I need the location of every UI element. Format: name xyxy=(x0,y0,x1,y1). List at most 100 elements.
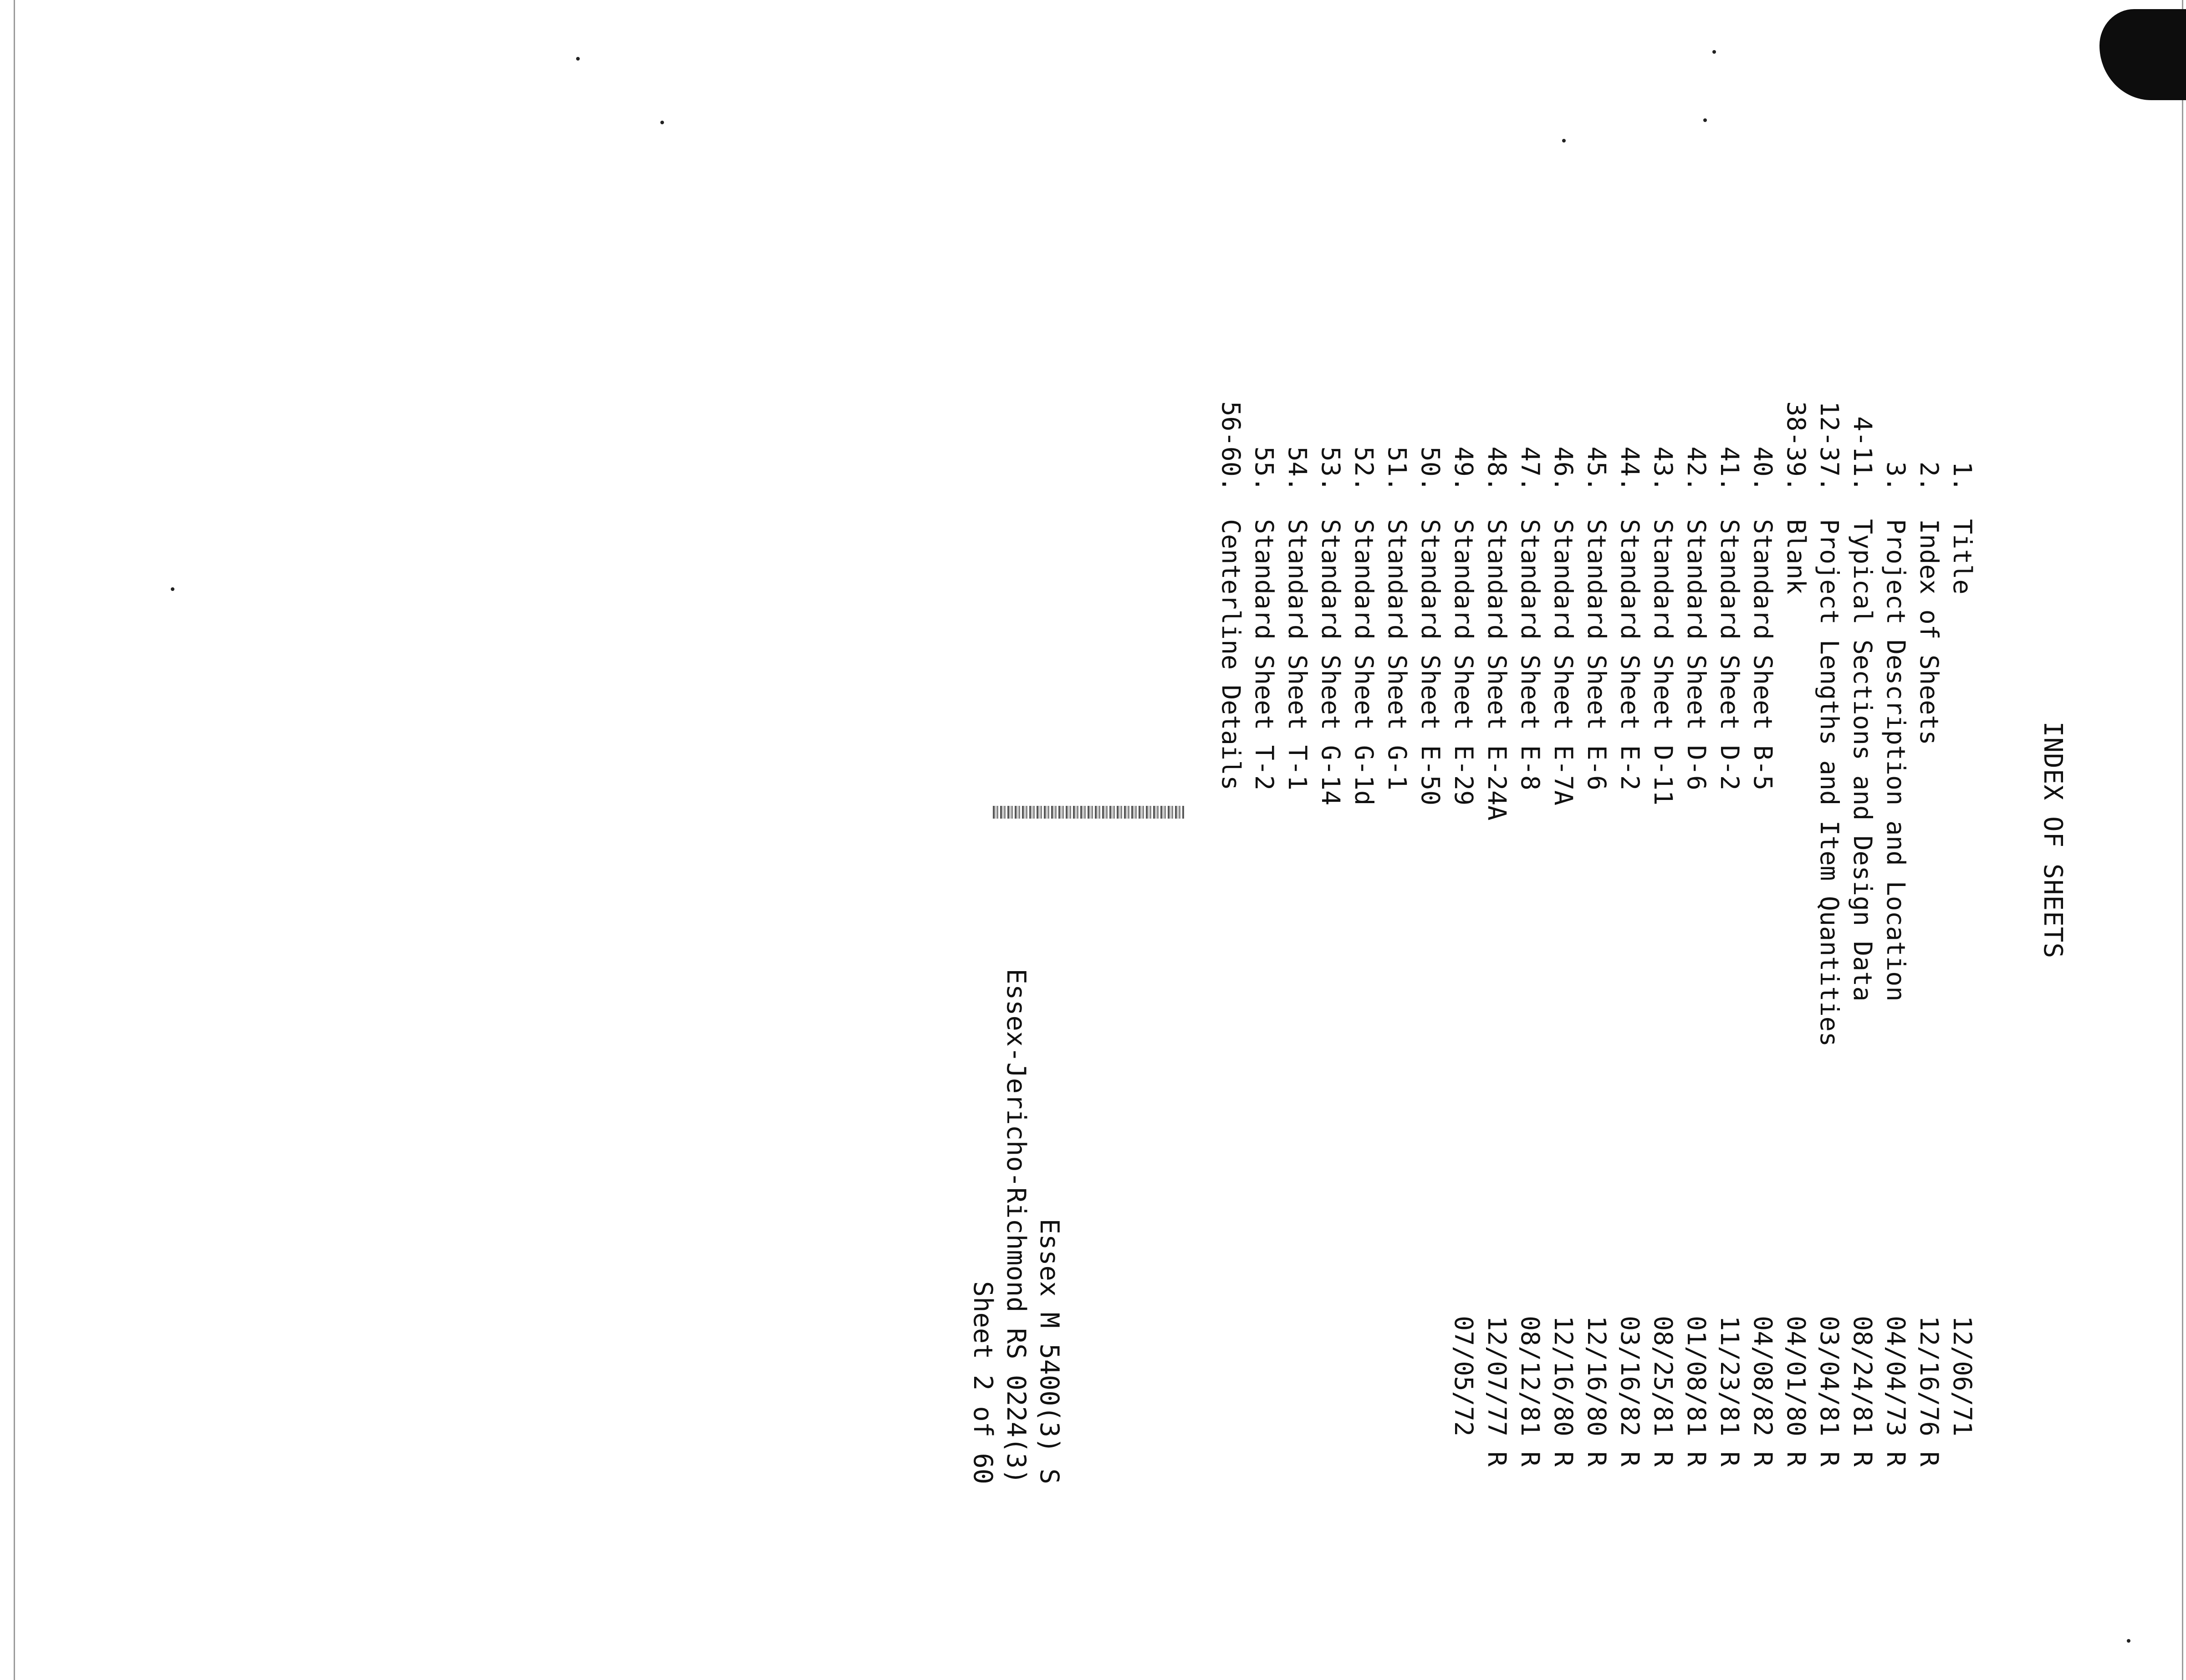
project-route-line: Essex-Jericho-Richmond RS 0224(3) xyxy=(1001,968,1031,1484)
document-title: INDEX OF SHEETS xyxy=(2038,721,2068,959)
sheet-description: Standard Sheet D-2 xyxy=(1715,519,1744,791)
sheet-date: 01/08/81 R xyxy=(1682,1316,1711,1467)
table-row: 43. Standard Sheet D-11 08/25/81 R xyxy=(1646,341,1680,1512)
table-row: 38-39. Blank 04/01/80 R xyxy=(1779,341,1813,1512)
table-row: 53. Standard Sheet G-14 xyxy=(1314,341,1347,1512)
sheet-number: 41. xyxy=(1715,446,1744,492)
sheet-number: 45. xyxy=(1582,446,1611,492)
sheet-number: 47. xyxy=(1516,446,1545,492)
table-row: 50. Standard Sheet E-50 xyxy=(1414,341,1447,1512)
left-scan-edge xyxy=(14,0,15,1680)
table-row: 3. Project Description and Location 04/04/… xyxy=(1879,341,1912,1512)
sheet-description: Project Lengths and Item Quantities xyxy=(1815,519,1844,1047)
sheet-description: Standard Sheet G-1 xyxy=(1383,519,1412,791)
sheet-date: 04/04/73 R xyxy=(1881,1316,1910,1467)
sheet-number: 54. xyxy=(1283,446,1312,492)
scan-speck xyxy=(2127,1639,2130,1643)
scan-speck xyxy=(576,57,580,61)
sheet-date: 08/25/81 R xyxy=(1649,1316,1678,1467)
table-row: 40. Standard Sheet B-5 04/08/82 R xyxy=(1746,341,1779,1512)
scan-speck xyxy=(171,587,174,591)
sheet-description: Standard Sheet G-14 xyxy=(1316,519,1345,806)
sheet-description: Standard Sheet E-29 xyxy=(1449,519,1478,806)
scan-speck xyxy=(1562,139,1566,143)
sheet-description: Standard Sheet E-50 xyxy=(1416,519,1445,806)
sheet-number: 4-11. xyxy=(1848,416,1877,492)
sheet-description: Standard Sheet B-5 xyxy=(1748,519,1777,791)
project-number-line: Essex M 5400(3) S xyxy=(1034,1218,1064,1484)
sheet-count-line: Sheet 2 of 60 xyxy=(968,1281,998,1484)
sheet-description: Blank xyxy=(1782,519,1811,595)
sheet-date: 03/16/82 R xyxy=(1615,1316,1645,1467)
sheet-date: 04/01/80 R xyxy=(1782,1316,1811,1467)
table-row: 54. Standard Sheet T-1 xyxy=(1281,341,1314,1512)
sheet-number: 42. xyxy=(1682,446,1711,492)
sheet-description: Standard Sheet E-24A xyxy=(1482,519,1512,821)
sheet-number: 51. xyxy=(1383,446,1412,492)
sheet-number: 3. xyxy=(1881,461,1910,492)
sheet-number: 56-60. xyxy=(1216,401,1246,492)
project-footer: Essex M 5400(3) S Essex-Jericho-Richmond… xyxy=(966,920,1066,1484)
table-row: 56-60. Centerline Details xyxy=(1214,341,1247,1512)
sheet-date: 12/07/77 R xyxy=(1482,1316,1512,1467)
sheet-description: Standard Sheet D-6 xyxy=(1682,519,1711,791)
table-row: 2. Index of Sheets 12/16/76 R xyxy=(1912,341,1946,1512)
sheet-number: 44. xyxy=(1615,446,1645,492)
sheet-number: 50. xyxy=(1416,446,1445,492)
scan-smudge xyxy=(993,806,1184,819)
sheet-date xyxy=(1314,1316,1347,1512)
sheet-number: 52. xyxy=(1349,446,1379,492)
sheet-number: 38-39. xyxy=(1782,401,1811,492)
sheet-date: 04/08/82 R xyxy=(1748,1316,1777,1467)
table-row: 47. Standard Sheet E-8 08/12/81 R xyxy=(1513,341,1547,1512)
sheet-date: 03/04/81 R xyxy=(1815,1316,1844,1467)
sheet-number: 12-37. xyxy=(1815,401,1844,492)
sheet-description: Standard Sheet E-8 xyxy=(1516,519,1545,791)
sheet-number: 48. xyxy=(1482,446,1512,492)
sheet-description: Standard Sheet D-11 xyxy=(1649,519,1678,806)
sheet-description: Index of Sheets xyxy=(1915,519,1944,745)
sheet-number: 40. xyxy=(1748,446,1777,492)
sheet-description: Standard Sheet T-1 xyxy=(1283,519,1312,791)
sheet-date: 12/16/80 R xyxy=(1582,1316,1611,1467)
sheet-date: 08/12/81 R xyxy=(1516,1316,1545,1467)
scan-speck xyxy=(1712,50,1716,54)
sheet-date: 11/23/81 R xyxy=(1715,1316,1744,1467)
sheet-date xyxy=(1347,1316,1380,1512)
sheet-number: 2. xyxy=(1915,461,1944,492)
sheet-number: 53. xyxy=(1316,446,1345,492)
sheet-date xyxy=(1414,1316,1447,1512)
sheet-number: 1. xyxy=(1948,461,1977,492)
sheet-description: Standard Sheet E-7A xyxy=(1549,519,1578,806)
sheet-description: Centerline Details xyxy=(1216,519,1246,791)
sheet-description: Project Description and Location xyxy=(1881,519,1910,1002)
table-row: 52. Standard Sheet G-1d xyxy=(1347,341,1380,1512)
sheet-date xyxy=(1380,1316,1414,1512)
sheet-date: 12/06/71 xyxy=(1948,1316,1977,1436)
table-row: 12-37. Project Lengths and Item Quantitie… xyxy=(1813,341,1846,1512)
table-row: 55.Standard Sheet T-2 xyxy=(1247,341,1281,1512)
sheet-date xyxy=(1214,1316,1247,1512)
sheet-number: 49. xyxy=(1449,446,1478,492)
sheet-date: 12/16/76 R xyxy=(1915,1316,1944,1467)
sheet-number: 46. xyxy=(1549,446,1578,492)
sheet-number: 43. xyxy=(1649,446,1678,492)
sheet-description: Standard Sheet T-2 xyxy=(1250,519,1279,791)
table-row: 48. Standard Sheet E-24A 12/07/77 R xyxy=(1480,341,1513,1512)
table-row: 41. Standard Sheet D-2 11/23/81 R xyxy=(1713,341,1746,1512)
sheet-date: 07/05/72 xyxy=(1449,1316,1478,1436)
sheet-description: Typical Sections and Design Data xyxy=(1848,519,1877,1002)
sheet-description: Standard Sheet G-1d xyxy=(1349,519,1379,806)
scan-speck xyxy=(660,121,664,124)
scan-speck xyxy=(1703,118,1707,122)
table-row: 42. Standard Sheet D-6 01/08/81 R xyxy=(1680,341,1713,1512)
table-row: 49. Standard Sheet E-29 07/05/72 xyxy=(1447,341,1480,1512)
